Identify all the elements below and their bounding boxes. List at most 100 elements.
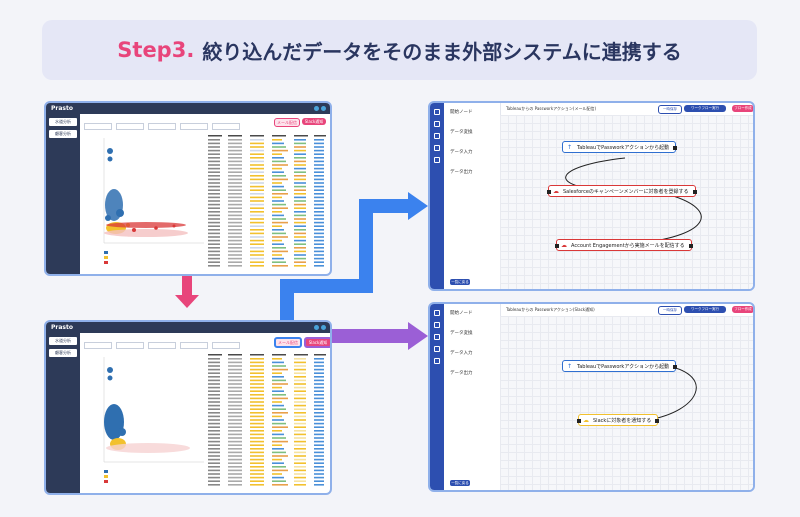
menu-item-data-input[interactable]: データ入力 [450, 150, 473, 155]
user-icon[interactable] [434, 358, 440, 364]
slack-button-highlighted[interactable]: Slack通知 [304, 337, 330, 348]
temp-save-button[interactable]: 一時保存 [658, 105, 682, 114]
filter-field[interactable] [84, 342, 112, 349]
menu-item-data-input[interactable]: データ入力 [450, 351, 473, 356]
list-icon[interactable] [434, 334, 440, 340]
filter-row [84, 117, 270, 131]
create-flow-button[interactable]: フロー作成 [732, 105, 753, 112]
filter-field[interactable] [116, 342, 144, 349]
breadcrumb: Tableauからの Passworkアクション(メール配信) [506, 106, 597, 111]
table-row [208, 175, 324, 177]
temp-save-button[interactable]: 一時保存 [658, 306, 682, 315]
node-port[interactable] [673, 365, 678, 369]
step-number: Step3. [117, 38, 195, 62]
window-dot[interactable] [321, 325, 326, 330]
menu-item-data-transform[interactable]: データ変換 [450, 331, 473, 336]
filter-field[interactable] [180, 123, 208, 130]
menu-item-data-output[interactable]: データ出力 [450, 371, 473, 376]
node-port[interactable] [555, 244, 559, 248]
table-row [208, 178, 324, 181]
menu-item-data-transform[interactable]: データ変換 [450, 130, 473, 135]
table-row [208, 455, 324, 457]
sidebar-item-customer[interactable]: 顧客分析 [49, 130, 77, 138]
table-row [208, 412, 324, 414]
table-row [208, 390, 324, 392]
sidebar-item-water[interactable]: 水道分析 [49, 118, 77, 126]
filter-field[interactable] [212, 123, 240, 130]
node-label: TableauでPassworkアクションから起動 [577, 364, 670, 370]
table-row [208, 451, 324, 454]
table-row [208, 193, 324, 195]
menu-item-start-node[interactable]: 開始ノード [450, 311, 473, 316]
red-cluster [104, 222, 188, 237]
node-port[interactable] [577, 419, 581, 423]
doc-icon[interactable] [434, 346, 440, 352]
purple-arrowhead [408, 322, 428, 350]
node-salesforce[interactable]: ☁ Salesforceのキャンペーンメンバーに対象者を登録する [547, 185, 697, 197]
node-port[interactable] [655, 419, 660, 423]
node-port[interactable] [547, 190, 551, 194]
table-row [208, 372, 324, 374]
logo-icon[interactable] [434, 109, 440, 115]
table-row [208, 376, 324, 378]
node-account-engagement[interactable]: ☁ Account Engagementから実施メールを配信する [555, 239, 693, 251]
window-dot[interactable] [314, 325, 319, 330]
node-port[interactable] [673, 146, 678, 150]
arrow-up-icon: ↑ [567, 363, 573, 370]
workflow-canvas[interactable]: ↑ TableauでPassworkアクションから起動 ☁ Slackに対象者を… [500, 316, 753, 490]
window-dot[interactable] [314, 106, 319, 111]
table-row [208, 401, 324, 403]
back-to-list-button[interactable]: 一覧に戻る [450, 480, 470, 486]
app-logo: Prasto [51, 105, 73, 112]
filter-field[interactable] [212, 342, 240, 349]
dashboard-sidebar: 水道分析 顧客分析 [46, 114, 80, 274]
run-workflow-button[interactable]: ワークフロー実行 [684, 306, 726, 313]
filter-field[interactable] [84, 123, 112, 130]
window-controls [314, 106, 330, 111]
window-dot[interactable] [321, 106, 326, 111]
slack-button[interactable]: Slack通知 [302, 118, 326, 125]
filter-field[interactable] [148, 123, 176, 130]
table-row [208, 444, 324, 446]
dashboard-topbar: Prasto [46, 322, 330, 333]
sidebar-item-customer[interactable]: 顧客分析 [49, 349, 77, 357]
menu-item-data-output[interactable]: データ出力 [450, 170, 473, 175]
flow-icon[interactable] [434, 121, 440, 127]
table-grid [208, 354, 326, 486]
table-row [208, 261, 324, 263]
filter-field[interactable] [148, 342, 176, 349]
filter-field[interactable] [116, 123, 144, 130]
table-row [208, 250, 324, 253]
node-port[interactable] [692, 190, 697, 194]
mail-button-highlighted[interactable]: メール配信 [274, 337, 302, 348]
table-row [208, 243, 324, 245]
sidebar-item-water[interactable]: 水道分析 [49, 337, 77, 345]
menu-item-start-node[interactable]: 開始ノード [450, 110, 473, 115]
node-trigger[interactable]: ↑ TableauでPassworkアクションから起動 [562, 360, 678, 372]
data-table [206, 133, 326, 273]
window-controls [314, 325, 330, 330]
node-trigger[interactable]: ↑ TableauでPassworkアクションから起動 [562, 141, 678, 153]
user-icon[interactable] [434, 157, 440, 163]
filter-row [84, 336, 270, 350]
table-row [208, 448, 324, 450]
back-to-list-button[interactable]: 一覧に戻る [450, 279, 470, 285]
run-workflow-button[interactable]: ワークフロー実行 [684, 105, 726, 112]
node-port[interactable] [688, 244, 693, 248]
node-slack[interactable]: ☁ Slackに対象者を通知する [577, 414, 660, 426]
mail-button[interactable]: メール配信 [274, 118, 300, 127]
workflow-canvas[interactable]: ↑ TableauでPassworkアクションから起動 ☁ Salesforce… [500, 115, 753, 289]
create-flow-button[interactable]: フロー作成 [732, 306, 753, 313]
flow-edges [647, 365, 697, 421]
workflow-panel-slack: 開始ノード データ変換 データ入力 データ出力 一覧に戻る Tableauからの… [428, 302, 755, 492]
flow-icon[interactable] [434, 322, 440, 328]
table-row [208, 239, 324, 242]
table-row [208, 484, 324, 486]
filter-field[interactable] [180, 342, 208, 349]
scatter-plot [103, 138, 204, 264]
table-row [208, 408, 324, 410]
node-label: Slackに対象者を通知する [593, 418, 652, 424]
list-icon[interactable] [434, 133, 440, 139]
doc-icon[interactable] [434, 145, 440, 151]
logo-icon[interactable] [434, 310, 440, 316]
